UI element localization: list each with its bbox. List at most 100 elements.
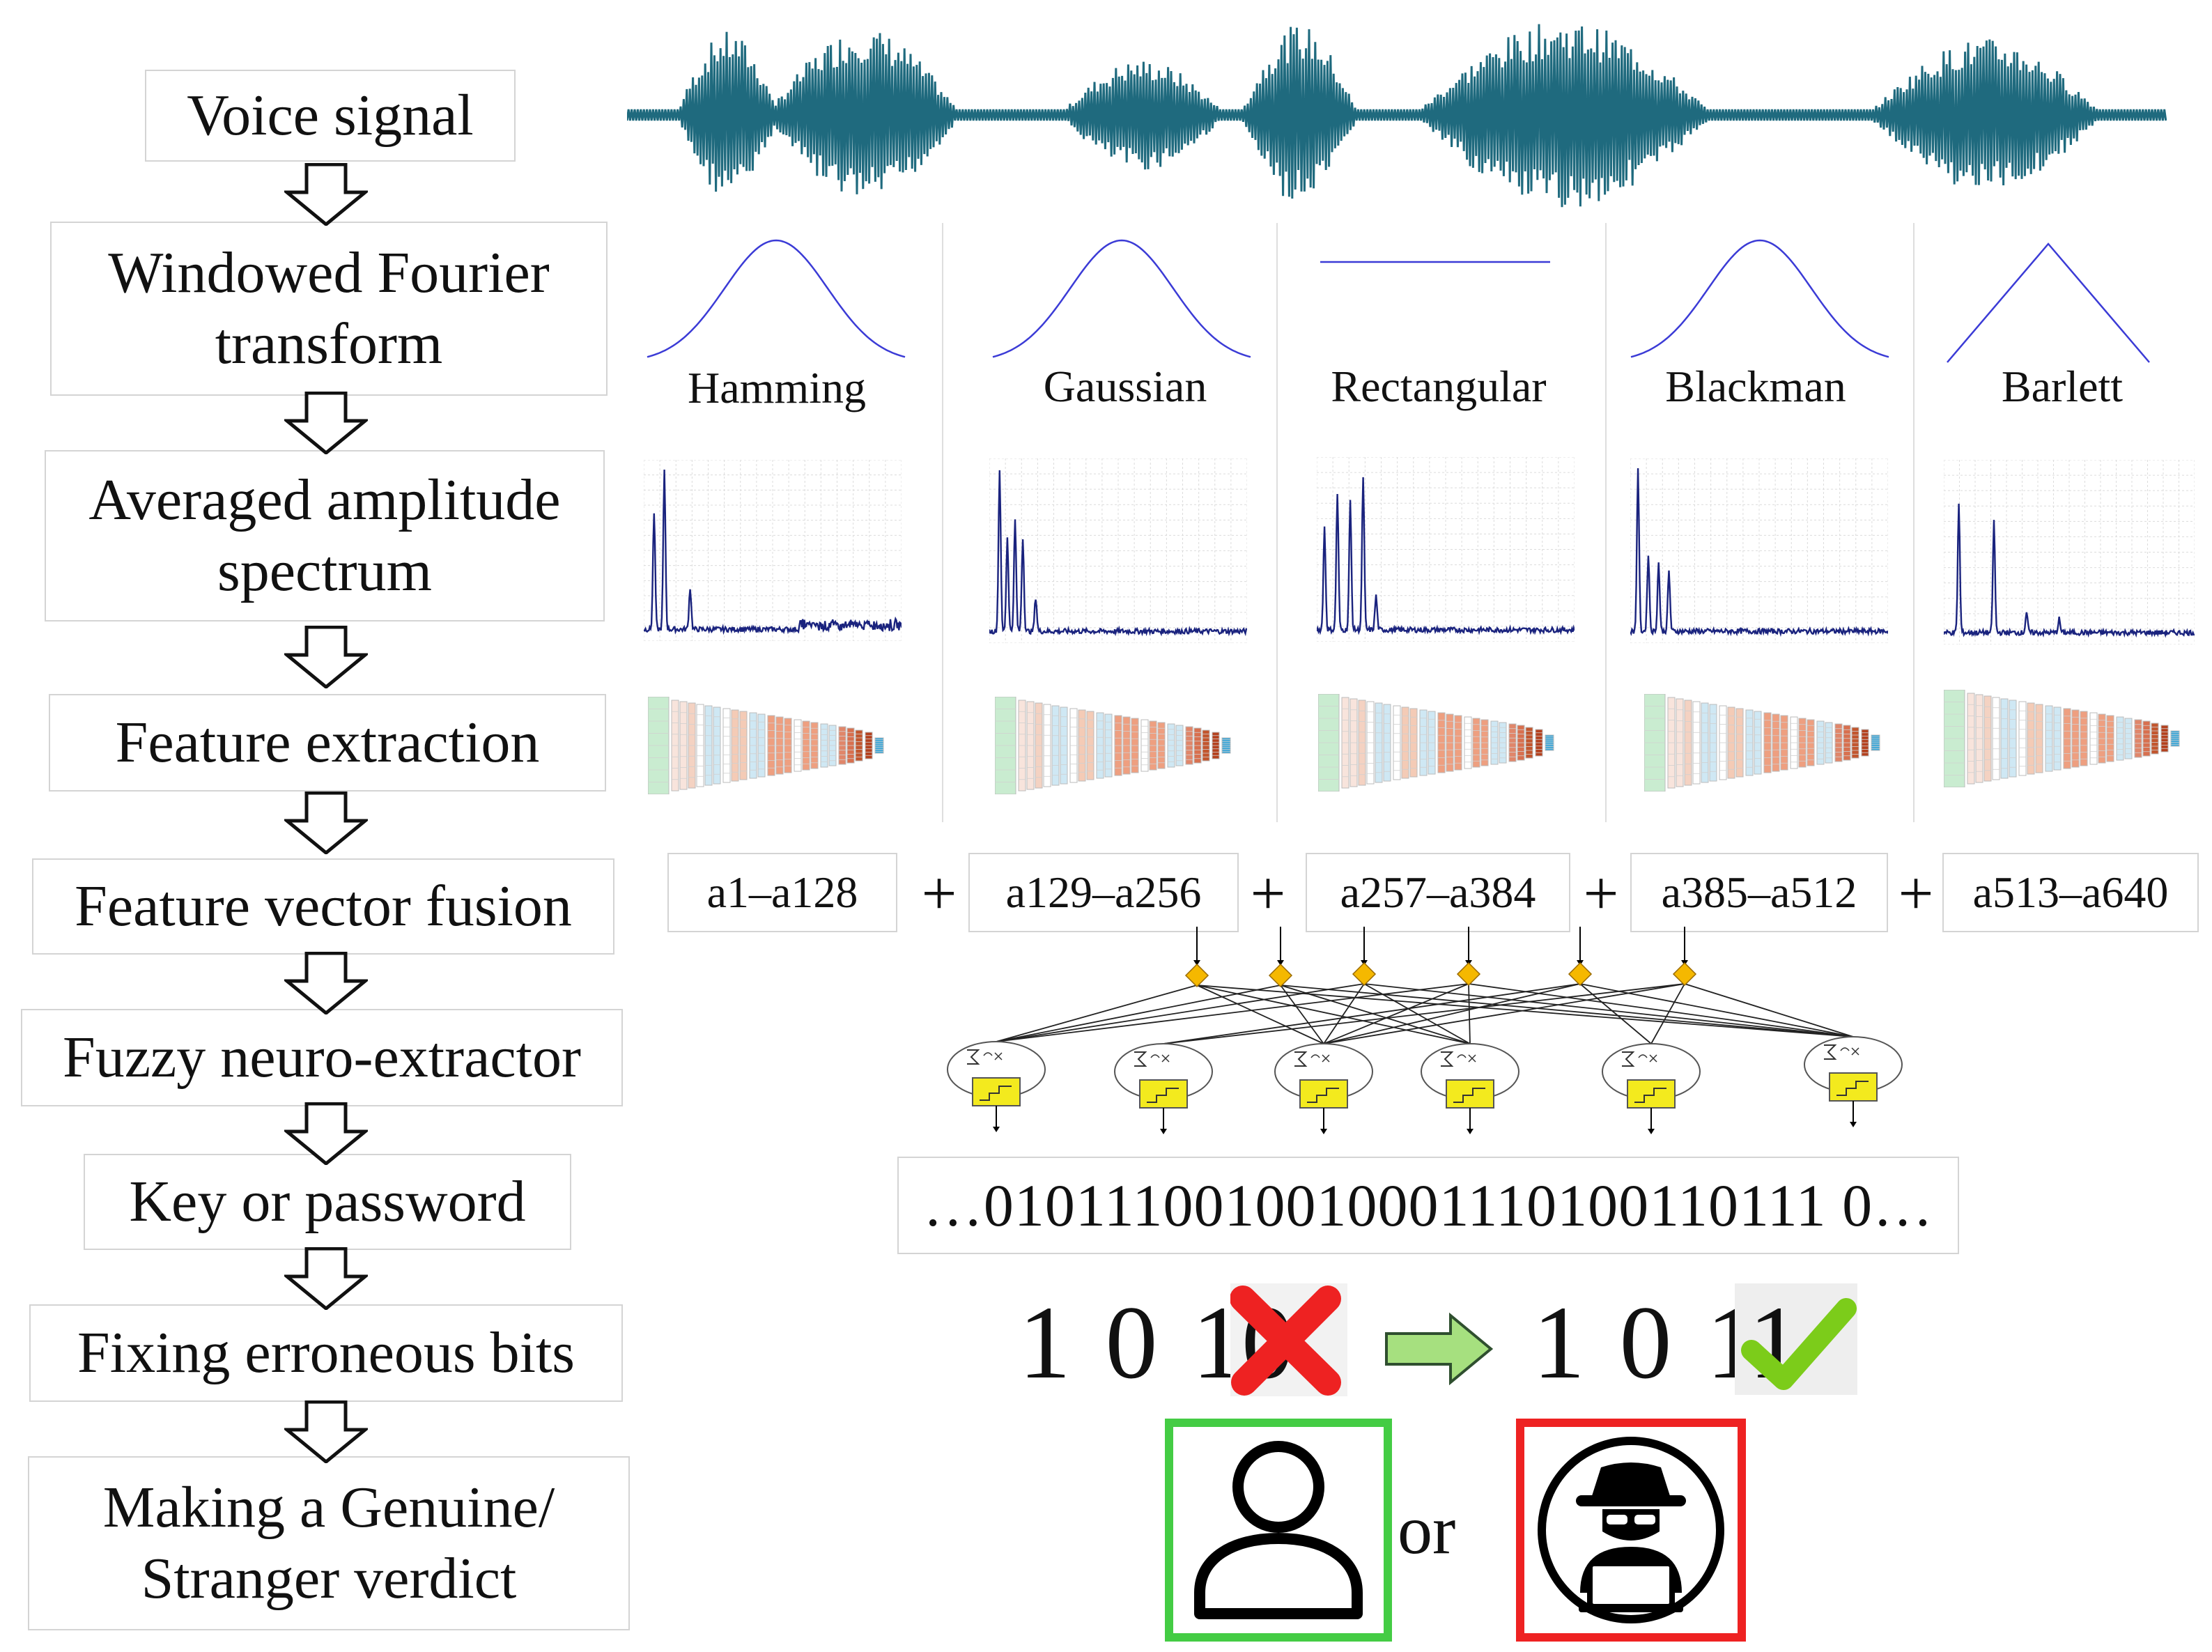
activation-box [1299, 1079, 1348, 1109]
step-label: Averaged amplitude spectrum [88, 467, 561, 603]
spectrum-trace [1630, 468, 1888, 638]
cnn-feature-extractor [995, 697, 1231, 794]
activation-box [1627, 1079, 1676, 1109]
spectrum-trace [989, 470, 1247, 637]
column-separator [942, 223, 943, 822]
feature-range-hamming: a1–a128 [667, 853, 897, 932]
down-arrow-icon [284, 1102, 368, 1165]
step-label: Feature vector fusion [75, 873, 572, 939]
window-curve [992, 239, 1251, 358]
step-label: Voice signal [187, 82, 474, 148]
plus-sign: + [1583, 859, 1619, 928]
bits-before: 1 0 1 [1019, 1285, 1248, 1400]
plus-sign: + [1898, 859, 1934, 928]
down-arrow-icon [284, 392, 368, 454]
fuzzy-input-node [1456, 962, 1481, 987]
window-shape [1630, 239, 1889, 358]
step-fixing-bits: Fixing erroneous bits [29, 1304, 623, 1402]
spectrum-trace [1317, 477, 1575, 635]
feature-range-barlett: a513–a640 [1942, 853, 2199, 932]
fuzzy-input-node [1184, 963, 1209, 988]
window-shape [1947, 242, 2150, 363]
verdict-or-text: or [1398, 1491, 1456, 1568]
right-arrow-icon [1385, 1313, 1494, 1385]
plus-sign: + [921, 859, 957, 928]
fixed-bit-cell: 1 [1735, 1283, 1857, 1395]
wrong-bit-cell: 0 [1230, 1283, 1347, 1396]
key-bitstring-box: …0101110010010001110100110111 0… [897, 1157, 1959, 1254]
check-icon [1741, 1298, 1857, 1390]
waveform-trace [627, 24, 2167, 208]
fuzzy-input-node [1352, 962, 1377, 987]
feature-range-gaussian: a129–a256 [968, 853, 1239, 932]
spectrum-trace [644, 469, 902, 635]
feature-range-rectangular: a257–a384 [1306, 853, 1570, 932]
amplitude-spectrum-plot [989, 458, 1247, 643]
column-separator [1913, 223, 1915, 822]
cnn-feature-extractor [1644, 694, 1880, 792]
step-label: Key or password [129, 1168, 526, 1234]
cross-icon [1230, 1286, 1341, 1396]
step-key-password: Key or password [84, 1154, 571, 1250]
step-voice-signal: Voice signal [145, 70, 516, 162]
range-text: a385–a512 [1661, 867, 1857, 917]
down-arrow-icon [284, 952, 368, 1014]
cnn-feature-extractor [648, 697, 884, 794]
fuzzy-input-node [1568, 962, 1593, 987]
window-label-hamming: Hamming [688, 363, 866, 412]
plus-sign: + [1250, 859, 1286, 928]
step-feature-extraction: Feature extraction [49, 694, 606, 792]
step-feature-fusion: Feature vector fusion [32, 858, 614, 955]
window-label-blackman: Blackman [1665, 362, 1846, 411]
step-label: Making a Genuine/ Stranger verdict [102, 1474, 555, 1611]
step-label: Feature extraction [115, 709, 540, 775]
step-windowed-fourier: Windowed Fourier transform [50, 222, 608, 396]
window-curve [1947, 242, 2150, 363]
amplitude-spectrum-plot [1630, 458, 1888, 643]
cnn-feature-extractor [1944, 690, 2180, 787]
range-text: a257–a384 [1340, 867, 1536, 917]
window-label-gaussian: Gaussian [1043, 362, 1207, 411]
activation-box [1139, 1079, 1188, 1109]
fuzzy-neuro-network [947, 927, 1903, 1134]
window-curve [1320, 261, 1550, 263]
voice-waveform [627, 24, 2167, 208]
activation-box [972, 1077, 1021, 1106]
window-label-rectangular: Rectangular [1331, 362, 1547, 411]
range-text: a129–a256 [1005, 867, 1202, 917]
down-arrow-icon [284, 792, 368, 854]
activation-box [1829, 1072, 1878, 1102]
feature-range-blackman: a385–a512 [1630, 853, 1888, 932]
genuine-user-box [1165, 1419, 1392, 1642]
person-icon [1194, 1441, 1363, 1619]
step-verdict: Making a Genuine/ Stranger verdict [28, 1456, 630, 1630]
window-shape [647, 239, 906, 358]
window-curve [647, 239, 906, 358]
window-shape [992, 239, 1251, 358]
amplitude-spectrum-plot [644, 460, 902, 641]
column-separator [1605, 223, 1607, 822]
column-separator [1276, 223, 1278, 822]
down-arrow-icon [284, 1247, 368, 1310]
key-bitstring: …0101110010010001110100110111 0… [922, 1171, 1934, 1239]
activation-box [1446, 1079, 1494, 1109]
step-averaged-spectrum: Averaged amplitude spectrum [45, 450, 605, 622]
cnn-feature-extractor [1318, 694, 1554, 792]
step-label: Fixing erroneous bits [77, 1320, 575, 1385]
hacker-icon [1538, 1437, 1724, 1623]
amplitude-spectrum-plot [1944, 460, 2195, 644]
fuzzy-input-node [1672, 962, 1697, 987]
window-curve [1630, 239, 1889, 358]
fuzzy-input-node [1268, 963, 1293, 988]
step-label: Fuzzy neuro-extractor [63, 1024, 581, 1090]
range-text: a513–a640 [1972, 867, 2169, 917]
down-arrow-icon [284, 163, 368, 226]
step-label: Windowed Fourier transform [108, 240, 550, 376]
down-arrow-icon [284, 626, 368, 688]
range-text: a1–a128 [706, 867, 858, 917]
window-label-barlett: Barlett [2001, 362, 2124, 411]
down-arrow-icon [284, 1400, 368, 1463]
spectrum-trace [1944, 503, 2195, 638]
stranger-box [1516, 1419, 1746, 1642]
amplitude-spectrum-plot [1317, 457, 1575, 642]
